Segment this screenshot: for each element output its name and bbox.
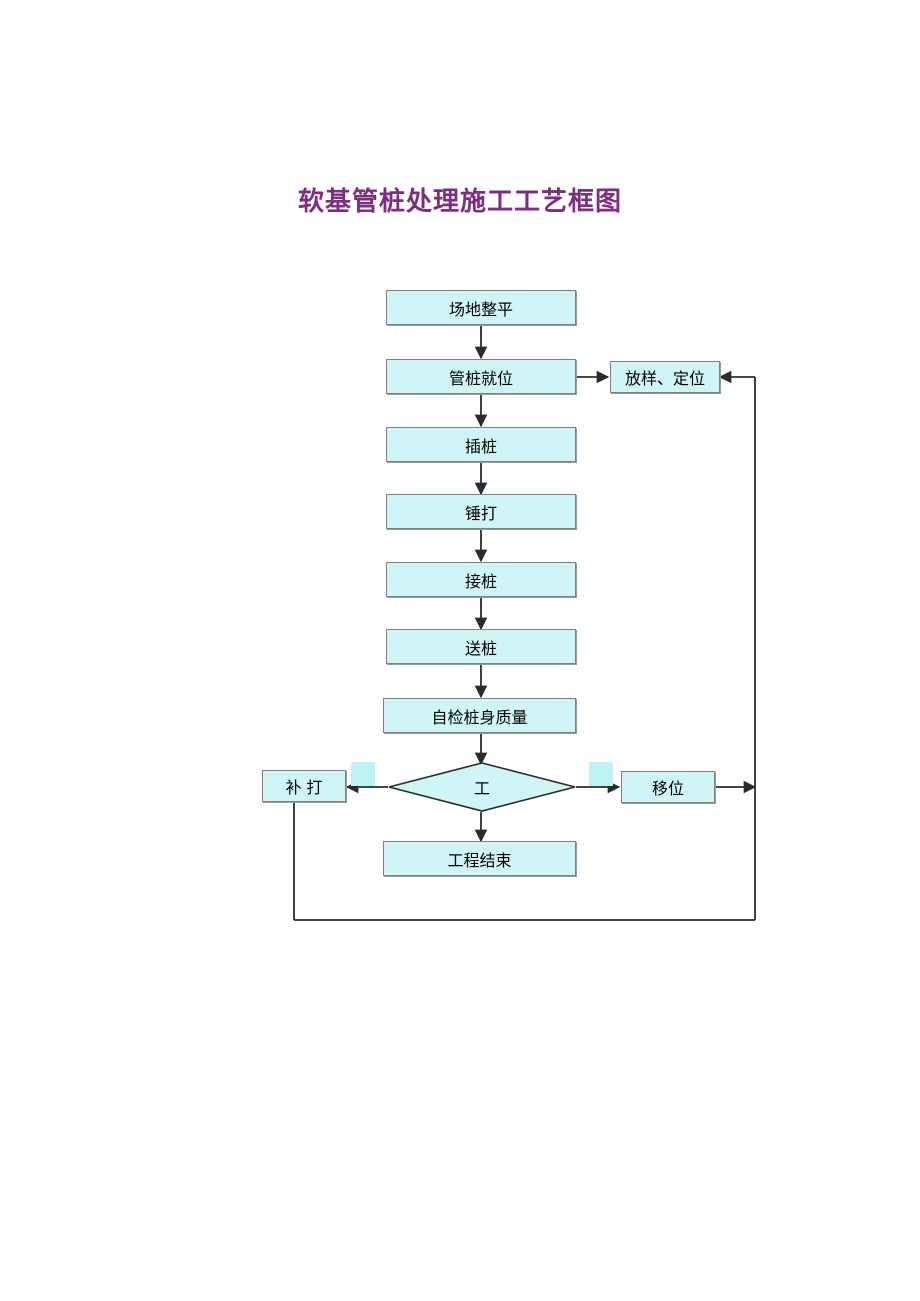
node-site-leveling-label: 场地整平 [448, 299, 513, 319]
edge-label-right-branch [589, 762, 613, 786]
node-hammering-label: 锤打 [464, 503, 497, 523]
page-title: 软基管桩处理施工工艺框图 [297, 187, 622, 217]
node-decision[interactable]: 工 [388, 762, 576, 812]
node-setting-out-label: 放样、定位 [624, 369, 705, 388]
node-site-leveling[interactable]: 场地整平 [386, 290, 576, 325]
node-setting-out[interactable]: 放样、定位 [610, 361, 720, 393]
node-pile-positioning-label: 管桩就位 [448, 368, 513, 388]
node-pile-insertion-label: 插桩 [464, 436, 497, 456]
node-pile-splicing[interactable]: 接桩 [386, 562, 576, 597]
node-pile-driving[interactable]: 送桩 [386, 629, 576, 664]
node-shift-position-label: 移位 [651, 779, 684, 798]
node-pile-driving-label: 送桩 [464, 638, 497, 658]
node-re-driving[interactable]: 补 打 [262, 770, 346, 802]
node-shift-position[interactable]: 移位 [621, 771, 715, 803]
node-pile-insertion[interactable]: 插桩 [386, 427, 576, 462]
node-pile-positioning[interactable]: 管桩就位 [386, 359, 576, 394]
node-hammering[interactable]: 锤打 [386, 494, 576, 529]
node-project-end[interactable]: 工程结束 [383, 841, 576, 876]
node-project-end-label: 工程结束 [447, 850, 512, 870]
decision-diamond-shape [388, 762, 576, 812]
node-re-driving-label: 补 打 [285, 778, 323, 797]
node-self-inspection[interactable]: 自检桩身质量 [383, 698, 576, 733]
edge-label-left-branch [351, 762, 375, 786]
node-self-inspection-label: 自检桩身质量 [431, 707, 528, 727]
node-pile-splicing-label: 接桩 [464, 571, 497, 591]
